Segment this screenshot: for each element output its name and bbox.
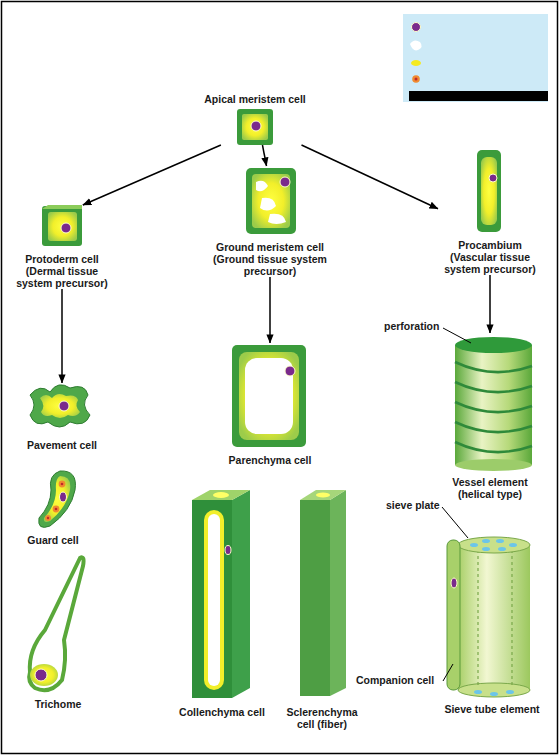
cell-label: Sclerenchyma cell (fiber)	[277, 706, 367, 730]
cell-label: Procambium (Vascular tissue system precu…	[438, 239, 542, 275]
ground-meristem-cell	[246, 168, 296, 234]
parenchyma-cell	[232, 345, 306, 447]
part-label: Companion cell	[356, 674, 434, 686]
part-label: perforation	[384, 320, 439, 332]
cell-node: Procambium (Vascular tissue system precu…	[438, 150, 542, 275]
cell-node: Ground meristem cell (Ground tissue syst…	[212, 166, 328, 277]
legend-key	[403, 14, 548, 102]
cell-node: Protoderm cell (Dermal tissue system pre…	[10, 205, 114, 289]
part-label: sieve plate	[386, 499, 440, 511]
cell-node: Guard cell	[8, 468, 98, 546]
guard-cell	[39, 471, 76, 527]
lineage-arrow	[83, 145, 221, 205]
lineage-arrow	[61, 289, 63, 383]
cell-node: Apical meristem cell	[193, 93, 317, 145]
leader-lines	[442, 328, 471, 681]
protoderm-cell	[42, 205, 82, 246]
sieve-tube-element	[447, 537, 530, 697]
cell-label: Sieve tube element	[438, 703, 546, 715]
cell-node: Sclerenchyma cell (fiber)	[277, 486, 367, 730]
cell-node: Vessel element (helical type)	[436, 333, 544, 500]
cell-label: Parenchyma cell	[212, 454, 328, 466]
lineage-arrow	[302, 145, 439, 209]
cell-label: Collenchyma cell	[165, 706, 279, 718]
lineage-arrow	[262, 145, 266, 166]
cell-label: Guard cell	[8, 534, 98, 546]
collenchyma-cell	[192, 490, 250, 698]
cell-label: Vessel element (helical type)	[436, 476, 544, 500]
cell-node: Pavement cell	[10, 383, 114, 451]
cell-label: Trichome	[8, 698, 108, 710]
procambium-cell	[477, 150, 501, 232]
cell-label: Ground meristem cell (Ground tissue syst…	[212, 241, 328, 277]
cell-node: Sieve tube element	[438, 533, 546, 715]
pavement-cell	[30, 385, 90, 427]
cell-label: Apical meristem cell	[193, 93, 317, 105]
cell-node: Parenchyma cell	[212, 343, 328, 466]
lineage-arrow	[489, 275, 491, 333]
vessel-element	[455, 337, 532, 471]
apical-meristem-cell	[237, 109, 273, 145]
cell-label: Protoderm cell (Dermal tissue system pre…	[10, 253, 114, 289]
sclerenchyma-fiber	[300, 490, 346, 696]
cell-node: Trichome	[8, 556, 108, 710]
cell-node: Collenchyma cell	[165, 488, 279, 718]
cell-label: Pavement cell	[10, 439, 114, 451]
trichome-cell	[29, 557, 83, 690]
lineage-arrow	[269, 277, 271, 343]
